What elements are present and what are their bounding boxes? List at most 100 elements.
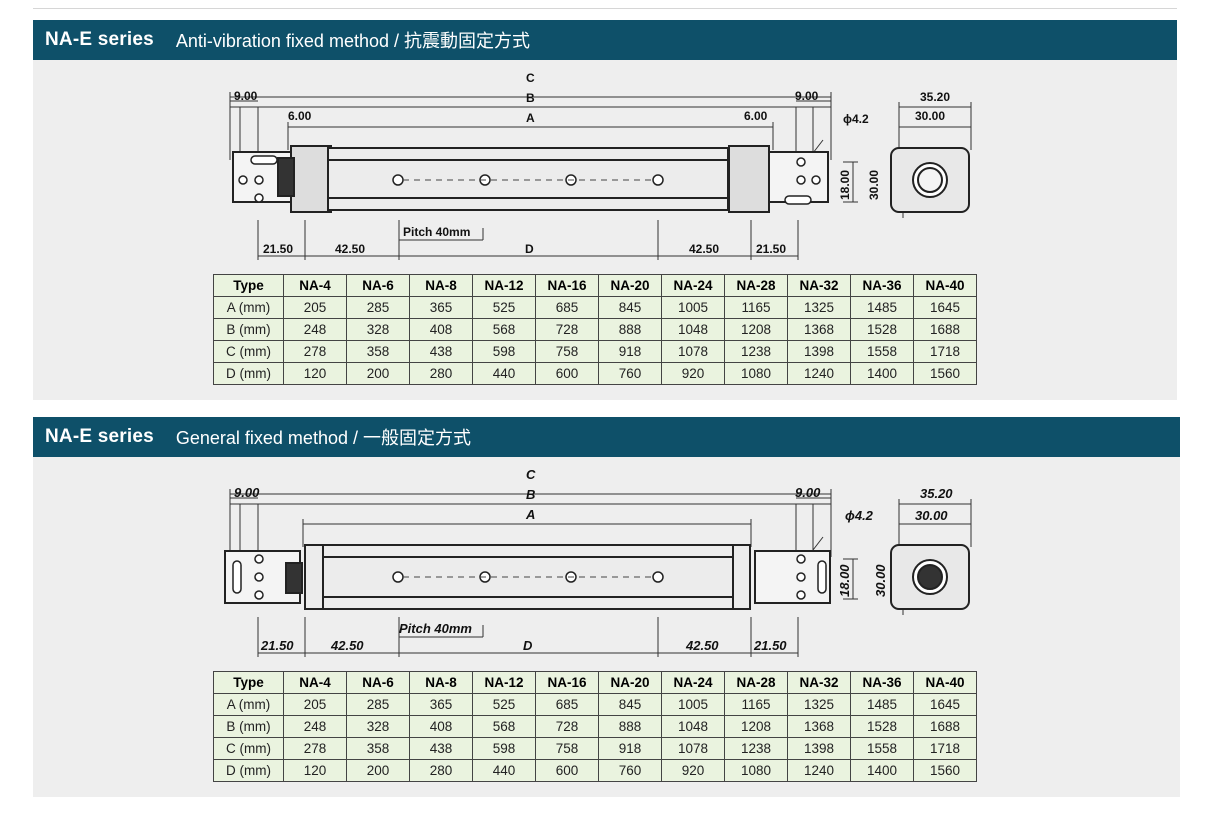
dim-left-42-50: 42.50 (335, 242, 365, 256)
dim-d-label: D (523, 638, 533, 653)
table-cell: 280 (409, 759, 473, 782)
dim-width-30: 30.00 (915, 508, 948, 523)
table-cell: 600 (535, 759, 599, 782)
series-title: NA-E series (45, 29, 154, 50)
pitch-label: Pitch 40mm (403, 225, 470, 239)
table-cell: 358 (346, 340, 410, 363)
table-cell: 1560 (913, 362, 977, 385)
dim-left-42-50: 42.50 (330, 638, 364, 653)
table-cell: 1325 (787, 693, 851, 716)
dim-right-9: 9.00 (795, 485, 821, 500)
table-header-cell: NA-32 (787, 671, 851, 694)
table-cell: 248 (283, 318, 347, 341)
table-header-cell: NA-12 (472, 274, 536, 297)
table-cell: 1240 (787, 362, 851, 385)
dim-width-30: 30.00 (915, 109, 945, 123)
table-cell: 1048 (661, 318, 725, 341)
dim-right-9: 9.00 (795, 89, 819, 103)
table-cell: 205 (283, 693, 347, 716)
dim-right-42-50: 42.50 (685, 638, 719, 653)
method-title: Anti-vibration fixed method / 抗震動固定方式 (175, 31, 530, 51)
dim-right-6: 6.00 (744, 109, 768, 123)
table-header-cell: NA-32 (787, 274, 851, 297)
table-header-cell: NA-36 (850, 671, 914, 694)
table-cell: 1688 (913, 318, 977, 341)
table-cell: A (mm) (213, 693, 284, 716)
dim-height-30: 30.00 (867, 170, 881, 200)
table-cell: 1165 (724, 693, 788, 716)
table-cell: 758 (535, 737, 599, 760)
table-header-cell: Type (213, 274, 284, 297)
table-header-cell: NA-8 (409, 274, 473, 297)
table-cell: 1528 (850, 318, 914, 341)
spec-table: Type NA-4 NA-6 NA-8 NA-12 NA-16 NA-20 NA… (213, 274, 977, 385)
table-cell: 600 (535, 362, 599, 385)
table-header-cell: NA-4 (283, 274, 347, 297)
top-rule (33, 8, 1177, 9)
table-cell: 728 (535, 318, 599, 341)
table-cell: 1688 (913, 715, 977, 738)
table-cell: 365 (409, 693, 473, 716)
table-header-cell: NA-24 (661, 671, 725, 694)
table-header-cell: NA-6 (346, 274, 410, 297)
table-header-row: Type NA-4 NA-6 NA-8 NA-12 NA-16 NA-20 NA… (213, 274, 977, 297)
dimension-drawing: C B A 9.00 9.00 ϕ4.2 35.20 30.00 18.00 3… (224, 467, 972, 657)
dim-height-18: 18.00 (837, 564, 852, 597)
table-cell: 758 (535, 340, 599, 363)
table-cell: 365 (409, 296, 473, 319)
table-cell: 1238 (724, 737, 788, 760)
table-cell: 440 (472, 759, 536, 782)
table-cell: 205 (283, 296, 347, 319)
table-cell: 438 (409, 340, 473, 363)
table-row: D (mm) 120 200 280 440 600 760 920 1080 … (213, 362, 977, 385)
table-cell: 1718 (913, 737, 977, 760)
table-cell: D (mm) (213, 362, 284, 385)
table-cell: 408 (409, 318, 473, 341)
dim-right-21-50: 21.50 (756, 242, 786, 256)
table-header-cell: NA-6 (346, 671, 410, 694)
dimension-drawing: C B A 9.00 9.00 6.00 6.00 ϕ4.2 35.20 30.… (229, 71, 972, 260)
table-cell: 1080 (724, 759, 788, 782)
table-cell: 1558 (850, 340, 914, 363)
table-cell: 1718 (913, 340, 977, 363)
dim-left-9: 9.00 (234, 89, 258, 103)
table-header-cell: NA-16 (535, 671, 599, 694)
table-cell: 278 (283, 737, 347, 760)
table-cell: 1368 (787, 715, 851, 738)
table-header-cell: NA-20 (598, 274, 662, 297)
table-cell: 285 (346, 296, 410, 319)
table-cell: 1005 (661, 693, 725, 716)
table-cell: 1005 (661, 296, 725, 319)
table-cell: 685 (535, 296, 599, 319)
dim-hole-diameter: ϕ4.2 (845, 508, 874, 523)
table-cell: 1645 (913, 693, 977, 716)
table-header-row: Type NA-4 NA-6 NA-8 NA-12 NA-16 NA-20 NA… (213, 671, 977, 694)
table-cell: 918 (598, 340, 662, 363)
table-cell: 1078 (661, 340, 725, 363)
table-cell: B (mm) (213, 318, 284, 341)
dim-c-label: C (526, 71, 535, 85)
table-cell: 200 (346, 759, 410, 782)
section-anti-vibration: NA-E series Anti-vibration fixed method … (33, 20, 1177, 400)
table-header-cell: NA-40 (913, 274, 977, 297)
table-cell: C (mm) (213, 737, 284, 760)
table-cell: 1080 (724, 362, 788, 385)
dim-hole-diameter: ϕ4.2 (843, 112, 869, 126)
table-row: B (mm) 248 328 408 568 728 888 1048 1208… (213, 715, 977, 738)
table-header-cell: NA-28 (724, 274, 788, 297)
table-cell: 918 (598, 737, 662, 760)
dim-width-35: 35.20 (920, 90, 950, 104)
dim-left-9: 9.00 (234, 485, 260, 500)
series-title: NA-E series (45, 426, 154, 447)
section-header: NA-E series General fixed method / 一般固定方… (33, 417, 1180, 457)
dim-height-18: 18.00 (838, 170, 852, 200)
table-cell: 285 (346, 693, 410, 716)
table-cell: 568 (472, 715, 536, 738)
table-cell: 1398 (787, 737, 851, 760)
dim-left-21-50: 21.50 (260, 638, 294, 653)
table-cell: 1485 (850, 296, 914, 319)
table-cell: 760 (598, 362, 662, 385)
dim-a-label: A (525, 507, 535, 522)
dim-b-label: B (526, 487, 535, 502)
table-header-cell: NA-28 (724, 671, 788, 694)
